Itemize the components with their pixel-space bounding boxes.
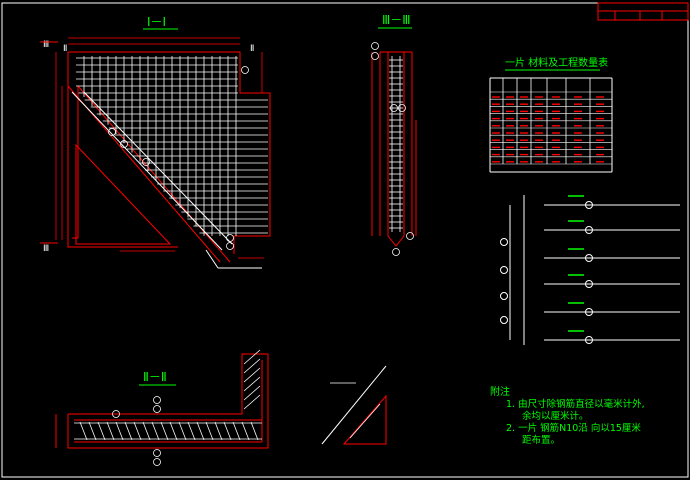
- section-2-2-callouts: [112, 396, 161, 466]
- section-3-3-rebars: [389, 56, 403, 232]
- cut-mark-3-bottom: Ⅲ: [43, 244, 49, 254]
- section-3-3-callouts: [371, 42, 414, 256]
- section-1-1-dimensions: [55, 37, 264, 259]
- section-2-2-title: Ⅱ－Ⅱ: [143, 370, 167, 384]
- notes-line-4: 距布置。: [522, 434, 560, 446]
- section-1-1-view: Ⅰ－Ⅰ Ⅲ Ⅲ Ⅱ Ⅱ: [40, 15, 271, 269]
- notes-block: 附注 1. 由尺寸除钢筋直径以毫米计外, 余均以厘米计。 2. 一片 钢筋N10…: [490, 385, 645, 446]
- section-1-1-outline: [67, 51, 271, 263]
- section-2-2-rebar-hatch: [74, 349, 262, 441]
- notes-line-2: 余均以厘米计。: [522, 410, 589, 422]
- title-block: [597, 2, 689, 21]
- table-title: 一片 材料及工程数量表: [505, 56, 608, 69]
- section-1-1-rebar-grid: [76, 56, 268, 236]
- cut-mark-2-right: Ⅱ: [250, 44, 254, 54]
- section-1-1-callouts: [108, 66, 249, 250]
- cut-mark-3-top: Ⅲ: [43, 40, 49, 50]
- section-2-2-view: Ⅱ－Ⅱ: [55, 349, 269, 466]
- cut-mark-2-left: Ⅱ: [63, 44, 67, 54]
- section-3-3-title: Ⅲ－Ⅲ: [382, 13, 411, 27]
- rebar-schedule: [500, 195, 680, 345]
- section-1-1-diagonal-rebars: [71, 91, 262, 269]
- section-1-1-title: Ⅰ－Ⅰ: [147, 15, 166, 29]
- notes-heading: 附注: [490, 385, 510, 398]
- material-table: 一片 材料及工程数量表: [489, 56, 613, 173]
- notes-line-1: 1. 由尺寸除钢筋直径以毫米计外,: [506, 398, 645, 410]
- triangle-detail: [321, 365, 387, 445]
- notes-line-3: 2. 一片 钢筋N10沿 向以15厘米: [506, 422, 641, 434]
- table-grid: [489, 77, 613, 173]
- section-3-3-view: Ⅲ－Ⅲ: [371, 13, 417, 256]
